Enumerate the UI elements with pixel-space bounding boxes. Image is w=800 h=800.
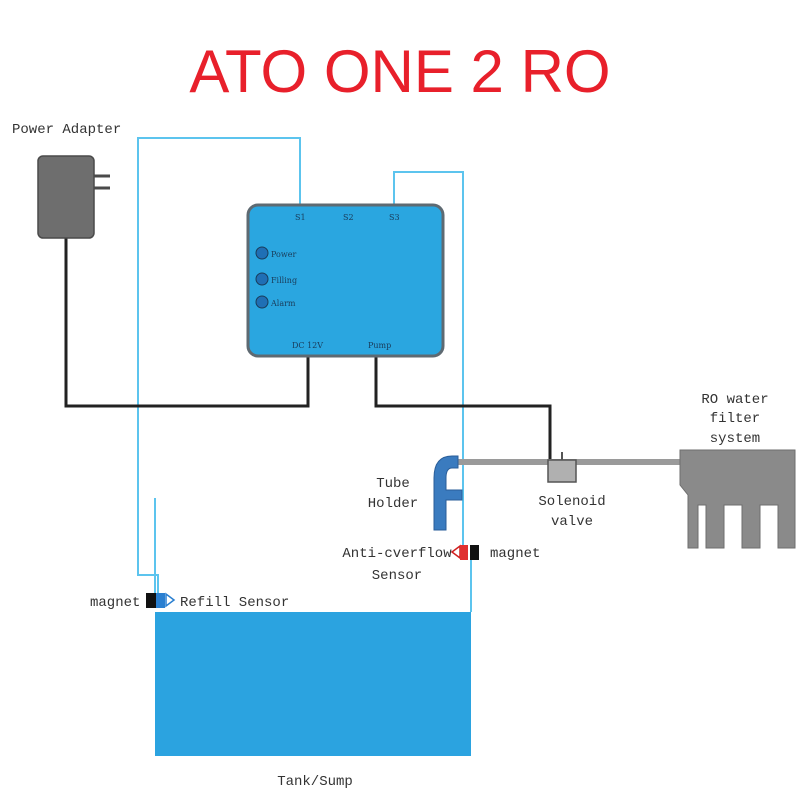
anti-overflow-arrow-icon [450,544,461,560]
anti-overflow-sensor [450,544,479,560]
port-dc-label: DC 12V [292,341,323,350]
refill-sensor-body [156,593,165,608]
tube-holder [433,455,463,531]
power-adapter-label: Power Adapter [12,122,121,138]
controller-body [246,203,445,358]
solenoid-body [547,459,577,483]
power-led-label: Power [271,250,296,259]
anti-overflow-label-2: Sensor [372,568,422,584]
ro-filter-label-1: RO water [701,392,768,408]
power-led [255,246,269,260]
anti-overflow-sensor-body [460,545,468,560]
tube-holder-label-2: Holder [368,496,418,512]
filling-led-label: Filling [271,276,297,285]
power-cable [64,238,310,408]
magnet-right-label: magnet [490,546,540,562]
ro-filter-system [679,449,796,549]
adapter-body [37,155,95,239]
alarm-led [255,295,269,309]
tank-label: Tank/Sump [277,774,353,790]
port-s2-label: S2 [343,213,354,222]
refill-sensor [146,592,176,608]
s3-wire [393,171,464,545]
power-adapter [37,155,110,239]
anti-overflow-label-1: Anti-cverflow [342,546,452,562]
controller-box: S1 S2 S3 Power Filling Alarm DC 12V Pump [246,203,445,358]
ro-filter-label-2: filter [710,411,760,427]
s1-wire [137,137,301,602]
anti-overflow-magnet [470,545,479,560]
solenoid-valve [547,452,577,483]
ro-filter-label-3: system [710,431,760,447]
refill-sensor-label: Refill Sensor [180,595,289,611]
tube-holder-body [433,455,463,531]
port-pump-label: Pump [368,341,391,350]
ro-filter-body [679,449,796,549]
refill-arrow-icon [165,592,176,608]
pump-cable [374,354,552,468]
alarm-led-label: Alarm [270,299,296,308]
solenoid-label-2: valve [551,514,593,530]
diagram-title: ATO ONE 2 RO [189,38,610,105]
filling-led [255,272,269,286]
magnet-left-label: magnet [90,595,140,611]
port-s3-label: S3 [389,213,400,222]
refill-magnet [146,593,156,608]
tank-water [155,612,471,756]
solenoid-label-1: Solenoid [538,494,605,510]
tube-holder-label-1: Tube [376,476,410,492]
port-s1-label: S1 [295,213,306,222]
